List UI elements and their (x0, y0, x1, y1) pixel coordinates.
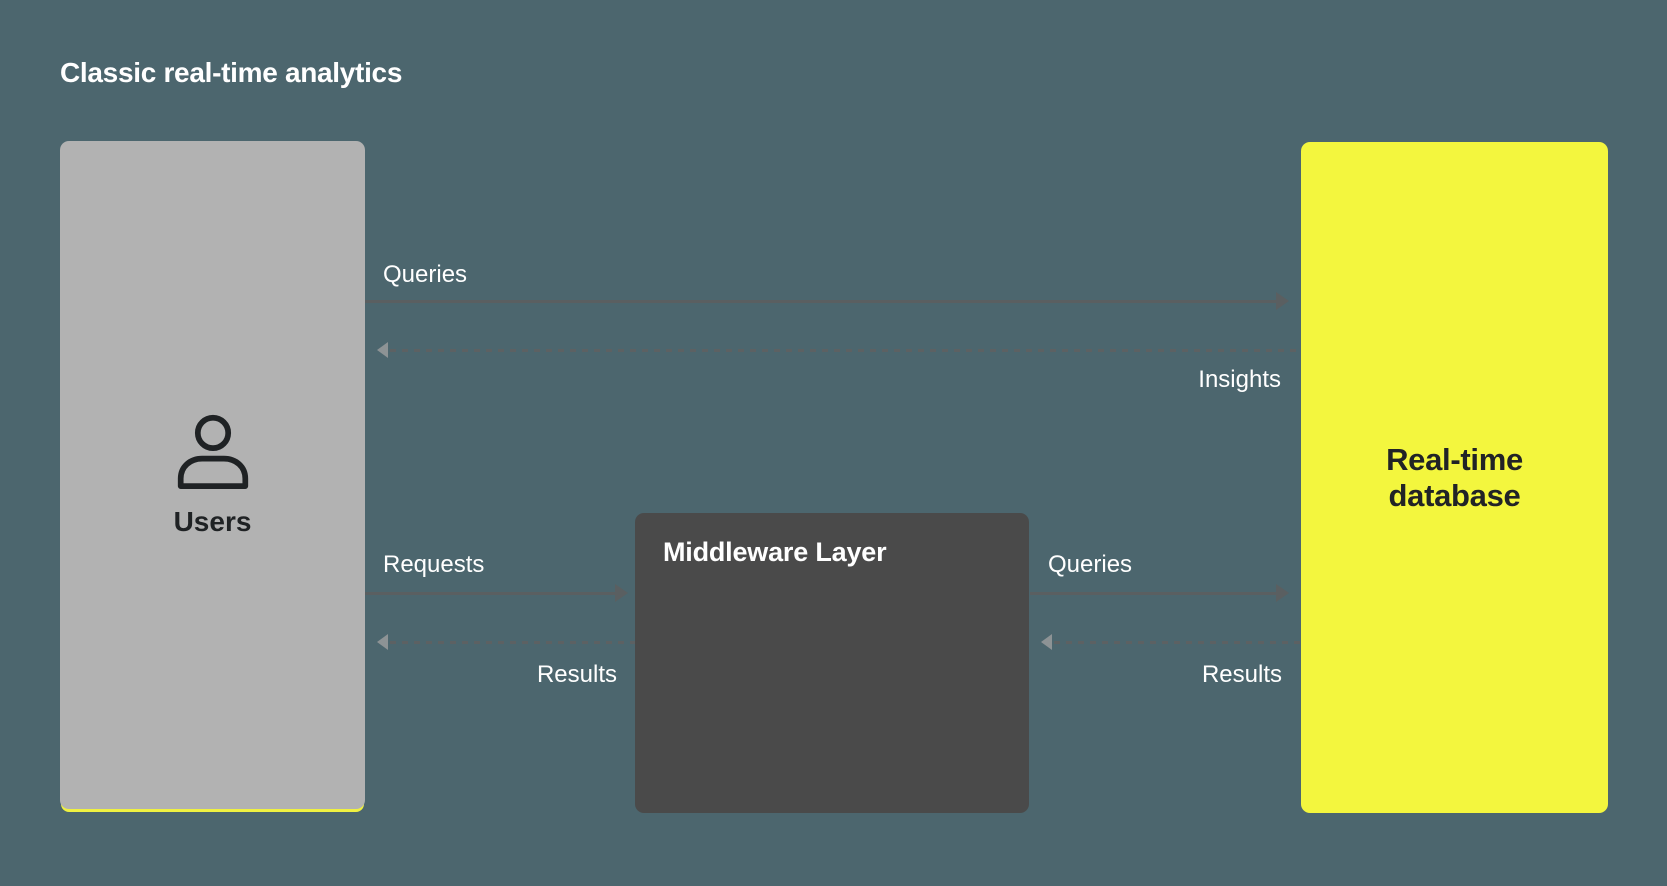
user-icon (177, 414, 248, 489)
node-middleware: Middleware Layer (635, 513, 1029, 813)
edge-label-results-right: Results (1201, 661, 1282, 688)
node-users: Users (60, 141, 365, 809)
edge-label-queries-top: Queries (383, 261, 468, 288)
edge-label-queries-right: Queries (1048, 551, 1133, 578)
edge-label-requests: Requests (383, 551, 485, 578)
arrow-queries-top-head-icon (1276, 292, 1289, 310)
arrow-insights-head-icon (377, 342, 388, 358)
node-middleware-label: Middleware Layer (663, 537, 887, 567)
arrow-requests-head-icon (615, 584, 628, 602)
arrow-queries-right-line (1030, 592, 1276, 595)
arrow-queries-top-line (365, 300, 1276, 303)
node-users-label: Users (173, 506, 252, 537)
diagram-title: Classic real-time analytics (60, 57, 403, 88)
node-database: Real-time database (1301, 142, 1608, 813)
arrow-results-right-head-icon (1041, 634, 1052, 650)
arrow-results-right-line (1054, 641, 1301, 644)
arrow-results-left-head-icon (377, 634, 388, 650)
arrow-requests-line (365, 592, 615, 595)
node-database-label: Real-time database (1386, 441, 1523, 513)
arrow-insights-line (390, 349, 1301, 352)
edge-label-results-left: Results (536, 661, 617, 688)
edge-label-insights: Insights (1198, 366, 1281, 393)
arrow-results-left-line (390, 641, 635, 644)
arrow-queries-right-head-icon (1276, 584, 1289, 602)
